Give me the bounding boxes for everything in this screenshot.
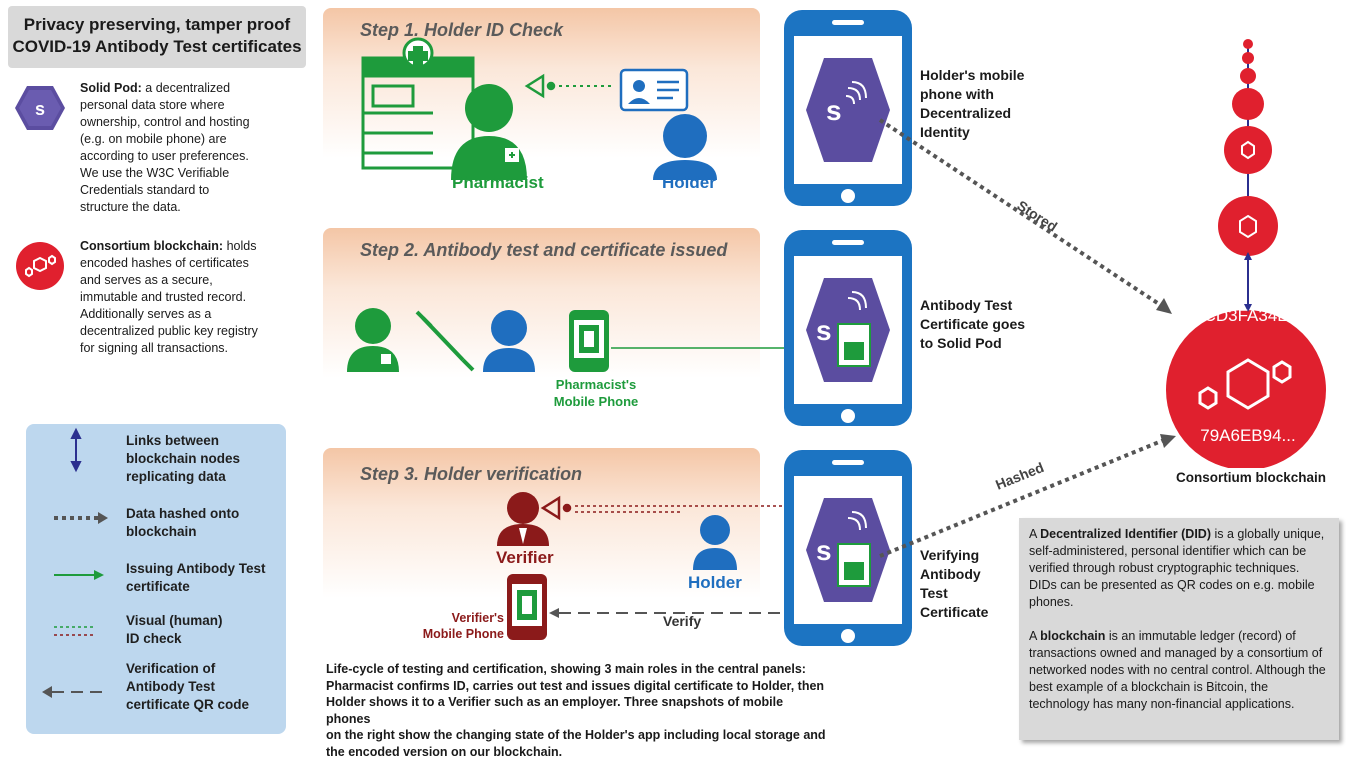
svg-text:s: s xyxy=(816,535,832,566)
id-card-icon xyxy=(619,68,689,112)
def-line: and serves as a secure, xyxy=(80,273,213,287)
blockchain-term: blockchain xyxy=(1040,629,1106,643)
def-line: structure the data. xyxy=(80,200,181,214)
def-line: immutable and trusted record. xyxy=(80,290,247,304)
consortium-blockchain-label: Consortium blockchain xyxy=(1175,470,1327,485)
def-line: according to user preferences. xyxy=(80,149,249,163)
verifier-icon xyxy=(497,492,549,546)
verifier-label: Verifier xyxy=(496,548,554,567)
holder-phone-3: s xyxy=(784,450,912,646)
holder-label-step3: Holder xyxy=(688,573,742,592)
did-paragraph: A Decentralized Identifier (DID) is a gl… xyxy=(1029,527,1325,609)
title-line-1: Privacy preserving, tamper proof xyxy=(23,15,291,34)
def-line: decentralized public key registry xyxy=(80,324,258,338)
legend-visual-check-icon xyxy=(54,626,96,636)
def-line: for signing all transactions. xyxy=(80,341,228,355)
pharmacist-icon xyxy=(451,84,527,180)
def-line: (e.g. on mobile phone) are xyxy=(80,132,227,146)
svg-text:s: s xyxy=(816,315,832,346)
blockchain-paragraph: A blockchain is an immutable ledger (rec… xyxy=(1029,629,1326,711)
solid-pod-definition: Solid Pod: a decentralized personal data… xyxy=(80,80,290,216)
chain-node xyxy=(1224,126,1272,174)
solid-pod-icon: s xyxy=(15,86,65,130)
holder-phone-2: s xyxy=(784,230,912,426)
legend-symbols xyxy=(42,427,108,698)
blockchain-node-icon xyxy=(16,242,64,290)
holder-phone-1: s xyxy=(784,10,912,206)
step-3-title: Step 3. Holder verification xyxy=(360,464,583,484)
info-box: A Decentralized Identifier (DID) is a gl… xyxy=(1019,518,1339,740)
legend-link-arrow-icon xyxy=(70,427,82,473)
eye-icon xyxy=(524,73,556,99)
chain-node xyxy=(1242,52,1254,64)
step-2-graphics xyxy=(347,308,823,372)
legend-issuing-arrow-icon xyxy=(54,570,104,580)
holder-icon xyxy=(653,114,717,180)
consortium-term: Consortium blockchain: xyxy=(80,239,224,253)
def-line: Credentials standard to xyxy=(80,183,210,197)
svg-text:s: s xyxy=(35,99,45,119)
hashed-label: Hashed xyxy=(993,459,1046,493)
holder-small-icon xyxy=(483,310,535,372)
consortium-definition: Consortium blockchain: holds encoded has… xyxy=(80,238,295,357)
svg-text:s: s xyxy=(826,95,842,126)
holder-label-step1: Holder xyxy=(662,173,716,192)
legend-verification-arrow-icon xyxy=(42,686,108,698)
verifier-eye-icon xyxy=(540,495,572,521)
pharmacist-phone-icon xyxy=(569,310,609,372)
title-box: Privacy preserving, tamper proof COVID-1… xyxy=(8,6,306,68)
verify-label: Verify xyxy=(663,613,702,629)
hash-top-label: FCD3FA34E... xyxy=(1193,306,1303,325)
pharmacist-label: Pharmacist xyxy=(452,173,544,192)
hash-bottom-label: 79A6EB94... xyxy=(1200,426,1296,445)
def-line: Additionally serves as a xyxy=(80,307,212,321)
title-line-2: COVID-19 Antibody Test certificates xyxy=(12,37,302,56)
def-line: a decentralized xyxy=(145,81,231,95)
chain-node xyxy=(1240,68,1256,84)
step-2-title: Step 2. Antibody test and certificate is… xyxy=(360,240,728,260)
step-1-graphics xyxy=(361,37,717,180)
def-line: holds xyxy=(226,239,257,253)
chain-node xyxy=(1243,39,1253,49)
legend-box xyxy=(26,424,286,734)
stored-arrow xyxy=(878,118,1172,314)
def-line: ownership, control and hosting xyxy=(80,115,250,129)
blockchain-chain xyxy=(1166,39,1326,468)
step-1-title: Step 1. Holder ID Check xyxy=(360,20,564,40)
legend-visual-label: Visual (human)ID check xyxy=(126,613,223,646)
syringe-icon xyxy=(415,310,475,372)
legend-hashed-arrow-icon xyxy=(54,512,108,524)
hashed-arrow xyxy=(879,434,1176,558)
step-2-panel xyxy=(323,228,760,428)
caption: Life-cycle of testing and certification,… xyxy=(326,662,826,759)
def-line: personal data store where xyxy=(80,98,225,112)
pharmacist-small-icon xyxy=(347,308,399,372)
did-term: Decentralized Identifier (DID) xyxy=(1040,527,1211,541)
chain-node xyxy=(1218,196,1278,256)
chain-node xyxy=(1232,88,1264,120)
def-line: We use the W3C Verifiable xyxy=(80,166,230,180)
verifier-phone-icon xyxy=(507,574,547,640)
solid-pod-term: Solid Pod: xyxy=(80,81,142,95)
step-3-graphics xyxy=(497,492,823,640)
holder-small-icon xyxy=(693,515,737,570)
main-blockchain-node xyxy=(1166,310,1326,468)
stored-label: Stored xyxy=(1014,197,1060,235)
def-line: encoded hashes of certificates xyxy=(80,256,249,270)
